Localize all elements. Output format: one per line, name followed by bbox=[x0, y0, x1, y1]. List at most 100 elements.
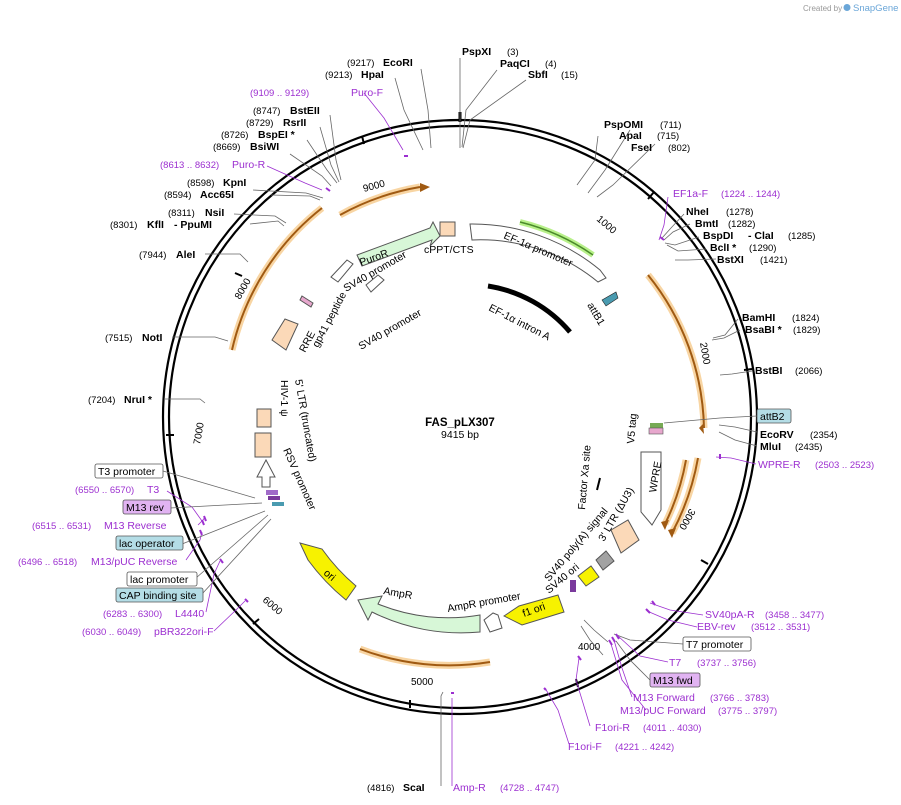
enzyme-name: BmtI bbox=[695, 218, 718, 230]
primer-name: F1ori-F bbox=[568, 741, 602, 753]
enzyme-pos: (4) bbox=[545, 59, 557, 70]
enzyme-pos: (15) bbox=[561, 70, 578, 81]
enzyme-name: MluI bbox=[760, 441, 781, 453]
enzyme-pos: (1282) bbox=[728, 219, 755, 230]
hiv-psi-shape bbox=[256, 408, 272, 428]
enzyme-pos: (8669) bbox=[213, 142, 240, 153]
primer-name: T7 bbox=[669, 657, 681, 669]
enzyme-name: NsiI bbox=[205, 207, 224, 219]
gp41-shape bbox=[299, 295, 314, 308]
enzyme-pos: (2354) bbox=[810, 430, 837, 441]
credit-brand: SnapGene bbox=[853, 3, 898, 14]
primer-name: M13/pUC Reverse bbox=[91, 556, 178, 568]
orf-arcs bbox=[228, 183, 708, 669]
factorxa-mark bbox=[596, 477, 601, 491]
sv40-site bbox=[570, 580, 576, 592]
enzyme-name: BstXI bbox=[717, 254, 744, 266]
feature-label-cppt: cPPT/CTS bbox=[424, 244, 474, 256]
enzyme-name: - PpuMI bbox=[174, 219, 212, 231]
enzyme-pos: (715) bbox=[657, 131, 679, 142]
tick-label: 7000 bbox=[192, 421, 207, 445]
ef1a-intron-arc bbox=[487, 283, 572, 334]
feature-label-factorxa: Factor Xa site bbox=[576, 445, 594, 511]
enzyme-name: BstEII bbox=[290, 105, 320, 117]
enzyme-name: RsrII bbox=[283, 117, 306, 129]
tick-label: 1000 bbox=[594, 214, 618, 237]
sv40-ori-shape bbox=[577, 565, 600, 587]
ampr-shape bbox=[357, 595, 481, 634]
primer-name: L4440 bbox=[175, 608, 204, 620]
enzyme-pos: (7944) bbox=[139, 250, 166, 261]
cap-site bbox=[272, 502, 284, 506]
sv40-polya-shape bbox=[595, 550, 615, 571]
primer-name: Amp-R bbox=[453, 782, 486, 794]
puror-shape bbox=[356, 220, 441, 267]
tick-label: 9000 bbox=[362, 178, 387, 194]
enzyme-pos: (8598) bbox=[187, 178, 214, 189]
enzyme-name: - ClaI bbox=[748, 230, 774, 242]
rre-shape bbox=[271, 318, 299, 351]
enzyme-pos: (1829) bbox=[793, 325, 820, 336]
enzyme-pos: (8311) bbox=[168, 208, 195, 219]
primer-name: F1ori-R bbox=[595, 722, 630, 734]
feature-label-v5: V5 tag bbox=[625, 413, 640, 444]
ampr-promoter-shape bbox=[483, 612, 503, 633]
primer-range: (6283 .. 6300) bbox=[103, 609, 162, 620]
enzyme-pos: (1278) bbox=[726, 207, 753, 218]
enzyme-name: PspOMI bbox=[604, 119, 643, 131]
primer-range: (4011 .. 4030) bbox=[643, 723, 701, 734]
v5-site bbox=[648, 427, 664, 435]
enzyme-name: BsaBI * bbox=[745, 324, 783, 336]
enzyme-name: BstBI bbox=[755, 365, 783, 377]
primer-range: (3766 .. 3783) bbox=[710, 693, 769, 704]
t7-promoter-box bbox=[682, 636, 752, 652]
ltr3-shape bbox=[610, 519, 640, 554]
enzyme-name: AleI bbox=[176, 249, 195, 261]
t3-promoter-box bbox=[94, 463, 164, 479]
lac-promoter-box bbox=[126, 571, 198, 587]
enzyme-name: EcoRI bbox=[383, 57, 413, 69]
enzyme-name: BsiWI bbox=[250, 141, 279, 153]
enzyme-pos: (8301) bbox=[110, 220, 137, 231]
feature-label-gp41: gp41 peptide bbox=[310, 290, 349, 349]
primer-name: Puro-F bbox=[351, 87, 383, 99]
attb2-box bbox=[756, 408, 792, 424]
feature-label-ltr5: 5' LTR (truncated) bbox=[292, 378, 318, 462]
enzyme-pos: (7204) bbox=[88, 395, 115, 406]
m13-rev-box bbox=[122, 499, 172, 515]
cppt-shape bbox=[439, 221, 456, 237]
enzyme-name: KpnI bbox=[223, 177, 246, 189]
primer-range: (3737 .. 3756) bbox=[697, 658, 756, 669]
m13-fwd-box bbox=[649, 672, 701, 688]
primer-name: pBR322ori-F bbox=[154, 626, 214, 638]
primer-range: (1224 .. 1244) bbox=[721, 189, 780, 200]
attB1-shape bbox=[601, 291, 619, 307]
primer-range: (9109 .. 9129) bbox=[250, 88, 309, 99]
enzyme-name: PspXI bbox=[462, 46, 491, 58]
attb2-label: attB2 bbox=[760, 411, 785, 423]
cap-binding-label: CAP binding site bbox=[119, 590, 197, 602]
primer-range: (3775 .. 3797) bbox=[718, 706, 777, 717]
primer-name: M13 Forward bbox=[633, 692, 695, 704]
f1ori-shape bbox=[503, 594, 565, 626]
enzyme-name: BspEI * bbox=[258, 129, 296, 141]
enzyme-name: HpaI bbox=[361, 69, 384, 81]
primer-name: T3 bbox=[147, 484, 159, 496]
enzyme-name: BspDI bbox=[703, 230, 733, 242]
enzyme-name: EcoRV bbox=[760, 429, 794, 441]
primer-name: SV40pA-R bbox=[705, 609, 755, 621]
primer-name: M13/pUC Forward bbox=[620, 705, 706, 717]
primer-range: (6550 .. 6570) bbox=[75, 485, 134, 496]
enzyme-name: PaqCI bbox=[500, 58, 530, 70]
ori-shape bbox=[299, 542, 357, 601]
primer-range: (4728 .. 4747) bbox=[500, 783, 559, 794]
rsv-promoter-shape bbox=[256, 458, 276, 488]
primer-range: (6496 .. 6518) bbox=[18, 557, 77, 568]
credit-prefix: Created by bbox=[803, 4, 842, 13]
enzyme-pos: (2435) bbox=[795, 442, 822, 453]
tick-label: 6000 bbox=[260, 595, 284, 618]
primer-marks bbox=[199, 155, 721, 694]
enzyme-name: NotI bbox=[142, 332, 162, 344]
primer-range: (3458 .. 3477) bbox=[765, 610, 824, 621]
m13-rev-label: M13 rev bbox=[126, 502, 165, 514]
